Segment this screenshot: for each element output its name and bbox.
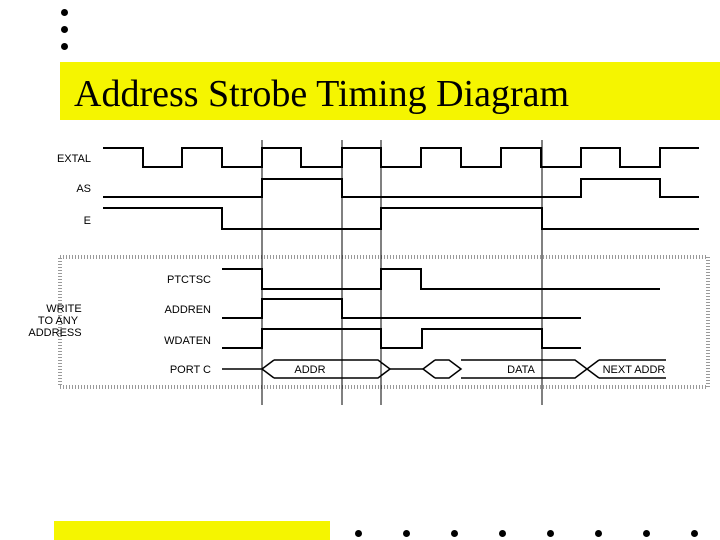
title-bar: Address Strobe Timing Diagram xyxy=(60,62,720,120)
bullet-dot xyxy=(595,530,602,537)
bullet-dot xyxy=(61,26,68,33)
as-waveform xyxy=(103,178,699,198)
write-group-box xyxy=(58,255,710,389)
label-addren: ADDREN xyxy=(165,304,212,316)
bullet-dot xyxy=(403,530,410,537)
bullet-dot xyxy=(355,530,362,537)
addren-waveform xyxy=(222,298,581,319)
bus-label-data: DATA xyxy=(507,364,535,376)
bullet-dot xyxy=(691,530,698,537)
label-as: AS xyxy=(76,183,91,195)
bullet-dot xyxy=(61,43,68,50)
group-label-line: ADDRESS xyxy=(28,327,81,339)
bullet-dot xyxy=(61,9,68,16)
e-waveform xyxy=(103,207,699,230)
bullet-dot xyxy=(547,530,554,537)
slide-title: Address Strobe Timing Diagram xyxy=(74,73,570,115)
extal-waveform xyxy=(103,147,699,168)
group-label-line: WRITE xyxy=(46,303,81,315)
label-wdaten: WDATEN xyxy=(164,335,211,347)
wdaten-waveform xyxy=(222,328,581,349)
footer-bar xyxy=(54,521,330,540)
ptctsc-waveform xyxy=(222,268,660,290)
bus-label-next-addr: NEXT ADDR xyxy=(603,364,666,376)
label-portc: PORT C xyxy=(170,364,211,376)
label-extal: EXTAL xyxy=(57,153,91,165)
bullet-dot xyxy=(499,530,506,537)
group-label-line: TO ANY xyxy=(38,315,79,327)
bullet-dot xyxy=(451,530,458,537)
portc-bus xyxy=(222,359,666,379)
label-ptctsc: PTCTSC xyxy=(167,274,211,286)
bullet-dot xyxy=(643,530,650,537)
bus-label-addr: ADDR xyxy=(294,364,325,376)
label-e: E xyxy=(84,215,91,227)
